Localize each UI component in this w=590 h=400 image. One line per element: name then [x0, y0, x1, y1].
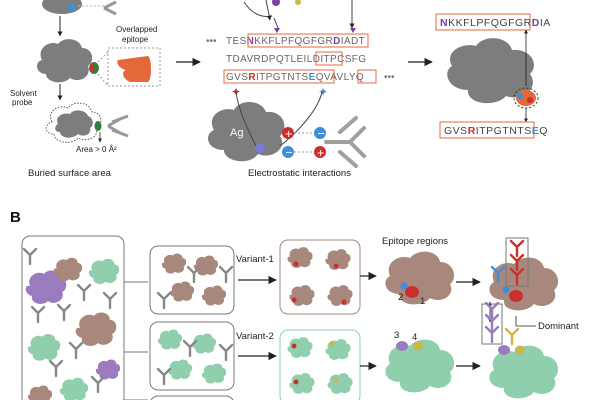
epitope-number-1: 1: [420, 296, 425, 307]
panel-a-electrostatic: ••• TESNKKFLPFQGFGRDIADT TDAVRDPQTLEILDI…: [206, 0, 395, 179]
panel-a-result: NKKFLPFQGFGRDIA GVSRITPGTNTSEQ: [435, 13, 551, 139]
dominant-antibody-box-1: [505, 237, 529, 287]
mixture-box-1: [149, 245, 235, 315]
mixture-box-3-partial: [150, 395, 234, 400]
epitope-number-2: 2: [398, 292, 403, 303]
dominant-antigen-1: [489, 237, 559, 311]
svg-text:−: −: [285, 148, 293, 159]
seq-box-2: [315, 51, 343, 66]
sequence-line-3: GVSRITPGTNTSEQVAVLYQ: [226, 72, 364, 83]
sequence-line-1: TESNKKFLPFQGFGRDIADT: [226, 36, 365, 47]
svg-text:+: +: [285, 129, 293, 140]
area-label: Area > 0 Å²: [76, 145, 117, 154]
seq-box-4: [357, 69, 377, 84]
seq-dots-right: •••: [384, 72, 395, 83]
epitope-number-3: 3: [394, 330, 399, 341]
variant-2-label: Variant-2: [236, 331, 274, 342]
variant-2-box: [279, 329, 361, 400]
epitope-number-4: 4: [412, 332, 417, 343]
dominant-label: Dominant: [538, 321, 579, 332]
seq-dots-left: •••: [206, 36, 217, 47]
buried-surface-caption: Buried surface area: [28, 168, 112, 179]
svg-text:+: +: [317, 148, 325, 159]
svg-text:−: −: [317, 129, 325, 140]
result-seq-bottom: GVSRITPGTNTSEQ: [444, 125, 548, 137]
antibody-electro: [324, 116, 366, 168]
seq-box-1: [247, 33, 369, 48]
variant-1-label: Variant-1: [236, 254, 274, 265]
sequence-line-2: TDAVRDPQTLEILDITPCSFG: [226, 54, 366, 65]
epitope-regions-label: Epitope regions: [382, 236, 448, 247]
ag-antigen: [208, 101, 285, 162]
result-seq-bottom-box: [439, 121, 535, 139]
variant-1-box: [279, 239, 361, 315]
blue-plus-marker: ✦: [318, 85, 328, 99]
epitope-antigen-1: 2 1: [385, 251, 455, 307]
overlapped-epitope-box: [107, 47, 161, 87]
pool-connectors: [124, 281, 148, 400]
seq-box-3: [223, 69, 335, 84]
pool-box: [21, 235, 125, 400]
epitope-antigen-2: 3 4: [385, 330, 455, 393]
electrostatic-caption: Electrostatic interactions: [248, 168, 351, 179]
marker-triangle-2: [350, 28, 356, 33]
result-antigen: [447, 38, 534, 104]
antigen-top: [42, 0, 117, 16]
result-seq-top-box: [435, 13, 531, 31]
ag-label: Ag: [230, 127, 243, 139]
dominant-antibody-box-2: [481, 303, 503, 345]
marker-triangle-1: [274, 28, 280, 33]
dominant-antigen-2: [481, 301, 559, 399]
mixture-box-2: [149, 321, 235, 391]
epitope-shape: [117, 56, 151, 82]
antigen-overlapped: [37, 39, 99, 83]
panel-b-letter: B: [10, 209, 21, 226]
charge-pairs: + − − +: [282, 127, 326, 159]
antigen-probed: [45, 102, 129, 143]
result-seq-top: NKKFLPFQGFGRDIA: [440, 17, 551, 29]
